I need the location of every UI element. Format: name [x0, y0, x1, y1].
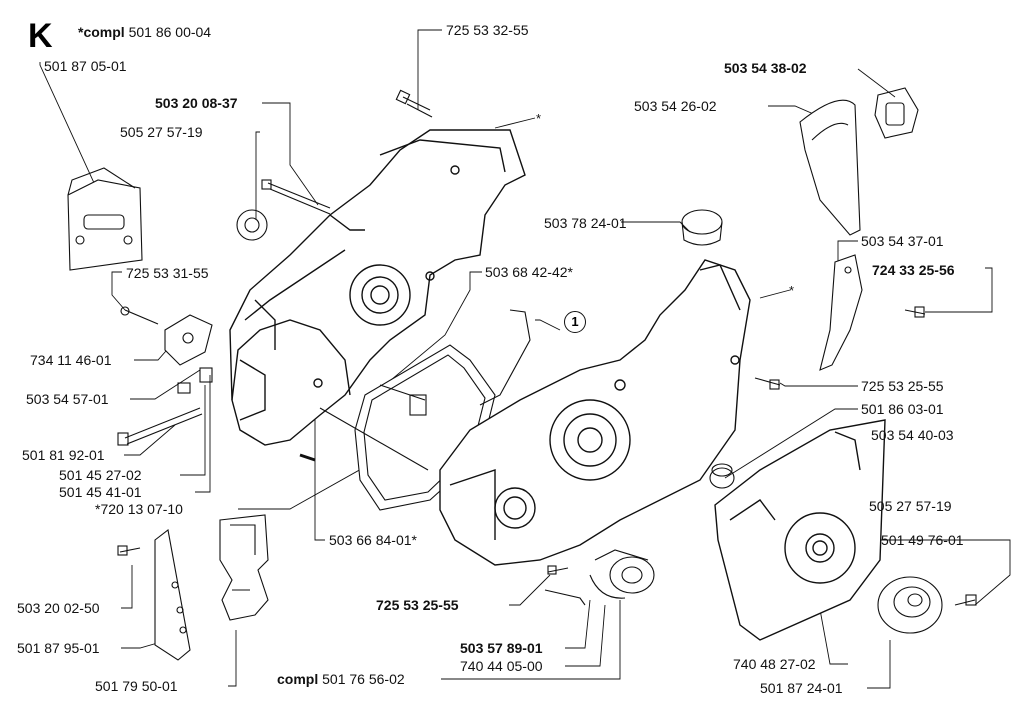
- rubber-block: [874, 87, 919, 139]
- part-label-503542602: 503 54 26-02: [634, 98, 717, 114]
- long-bolt: [261, 179, 331, 215]
- part-label-503545701: 503 54 57-01: [26, 391, 109, 407]
- bushing: [709, 463, 735, 489]
- small-nut: [177, 382, 191, 394]
- part-label-503668401: 503 66 84-01*: [329, 532, 417, 548]
- part-label-503543802: 503 54 38-02: [724, 60, 807, 76]
- adjuster-screw: [199, 367, 213, 383]
- asterisk-marker-right: *: [789, 283, 795, 298]
- part-label-724332556: 724 33 25-56: [872, 262, 955, 278]
- tension-screw: [117, 407, 203, 446]
- part-label-501497601: 501 49 76-01: [881, 532, 964, 548]
- starter-plate: [714, 419, 886, 641]
- part-label-503544003: 503 54 40-03: [871, 427, 954, 443]
- part-label-503684242: 503 68 42-42*: [485, 264, 573, 280]
- part-label-501819201: 501 81 92-01: [22, 447, 105, 463]
- header-prefix: *compl: [78, 24, 125, 40]
- left-crankcase: [229, 129, 526, 446]
- spring-clip: [544, 589, 586, 606]
- part-label-503782401: 503 78 24-01: [544, 215, 627, 231]
- sheet-letter: K: [28, 17, 53, 55]
- part-label-503578901: 503 57 89-01: [460, 640, 543, 656]
- deflector: [799, 99, 861, 236]
- curved-guard: [819, 254, 863, 371]
- spike-bracket: [219, 514, 269, 621]
- part-label-503543701: 503 54 37-01: [861, 233, 944, 249]
- seal-ring: [236, 209, 268, 241]
- header-part-number: 501 86 00-04: [128, 24, 212, 40]
- part-label-501872401: 501 87 24-01: [760, 680, 843, 696]
- cover-plate: [479, 309, 531, 406]
- small-screw: [547, 565, 569, 575]
- part-label-740482702: 740 48 27-02: [733, 656, 816, 672]
- clutch-drum: [877, 576, 943, 634]
- long-pin: [319, 407, 429, 471]
- stud-bolt: [379, 384, 427, 416]
- part-label-503200837: 503 20 08-37: [155, 95, 238, 111]
- right-crankcase: [439, 259, 751, 566]
- grommet: [681, 209, 723, 246]
- callout-circle-1: 1: [564, 311, 586, 333]
- pin: [299, 453, 316, 462]
- screw-bar: [117, 545, 141, 556]
- asterisk-marker-top: *: [536, 111, 542, 126]
- part-label-501454101: 501 45 41-01: [59, 484, 142, 500]
- bolt-top: [395, 89, 433, 118]
- tensioner-block: [120, 306, 213, 366]
- compl-prefix: compl: [277, 671, 319, 687]
- part-label-501879501: 501 87 95-01: [17, 640, 100, 656]
- part-label-734114601: 734 11 46-01: [30, 352, 112, 368]
- part-number-501765602: 501 76 56-02: [322, 671, 405, 687]
- part-label-501795001: 501 79 50-01: [95, 678, 178, 694]
- part-label-720130710: *720 13 07-10: [95, 501, 183, 517]
- part-label-740440500: 740 44 05-00: [460, 658, 543, 674]
- header-assembly-label: *compl 501 86 00-04: [78, 24, 211, 40]
- bracket-plate: [67, 167, 143, 271]
- screw-clutch: [954, 594, 977, 606]
- part-label-725533255: 725 53 32-55: [446, 22, 529, 38]
- part-label-501452702: 501 45 27-02: [59, 467, 142, 483]
- screw-mid: [754, 377, 781, 390]
- part-label-725533155: 725 53 31-55: [126, 265, 209, 281]
- part-label-501870501: 501 87 05-01: [44, 58, 127, 74]
- part-label-725532555-bold: 725 53 25-55: [376, 597, 459, 613]
- part-label-505275719-right: 505 27 57-19: [869, 498, 952, 514]
- assembly-label-compl: compl 501 76 56-02: [277, 671, 405, 687]
- part-label-503200250: 503 20 02-50: [17, 600, 100, 616]
- screw-right: [904, 306, 926, 318]
- bar-plate: [154, 529, 191, 661]
- part-label-505275719-top: 505 27 57-19: [120, 124, 203, 140]
- part-label-725532555-right: 725 53 25-55: [861, 378, 944, 394]
- part-label-501860301: 501 86 03-01: [861, 401, 944, 417]
- pulley: [589, 549, 655, 599]
